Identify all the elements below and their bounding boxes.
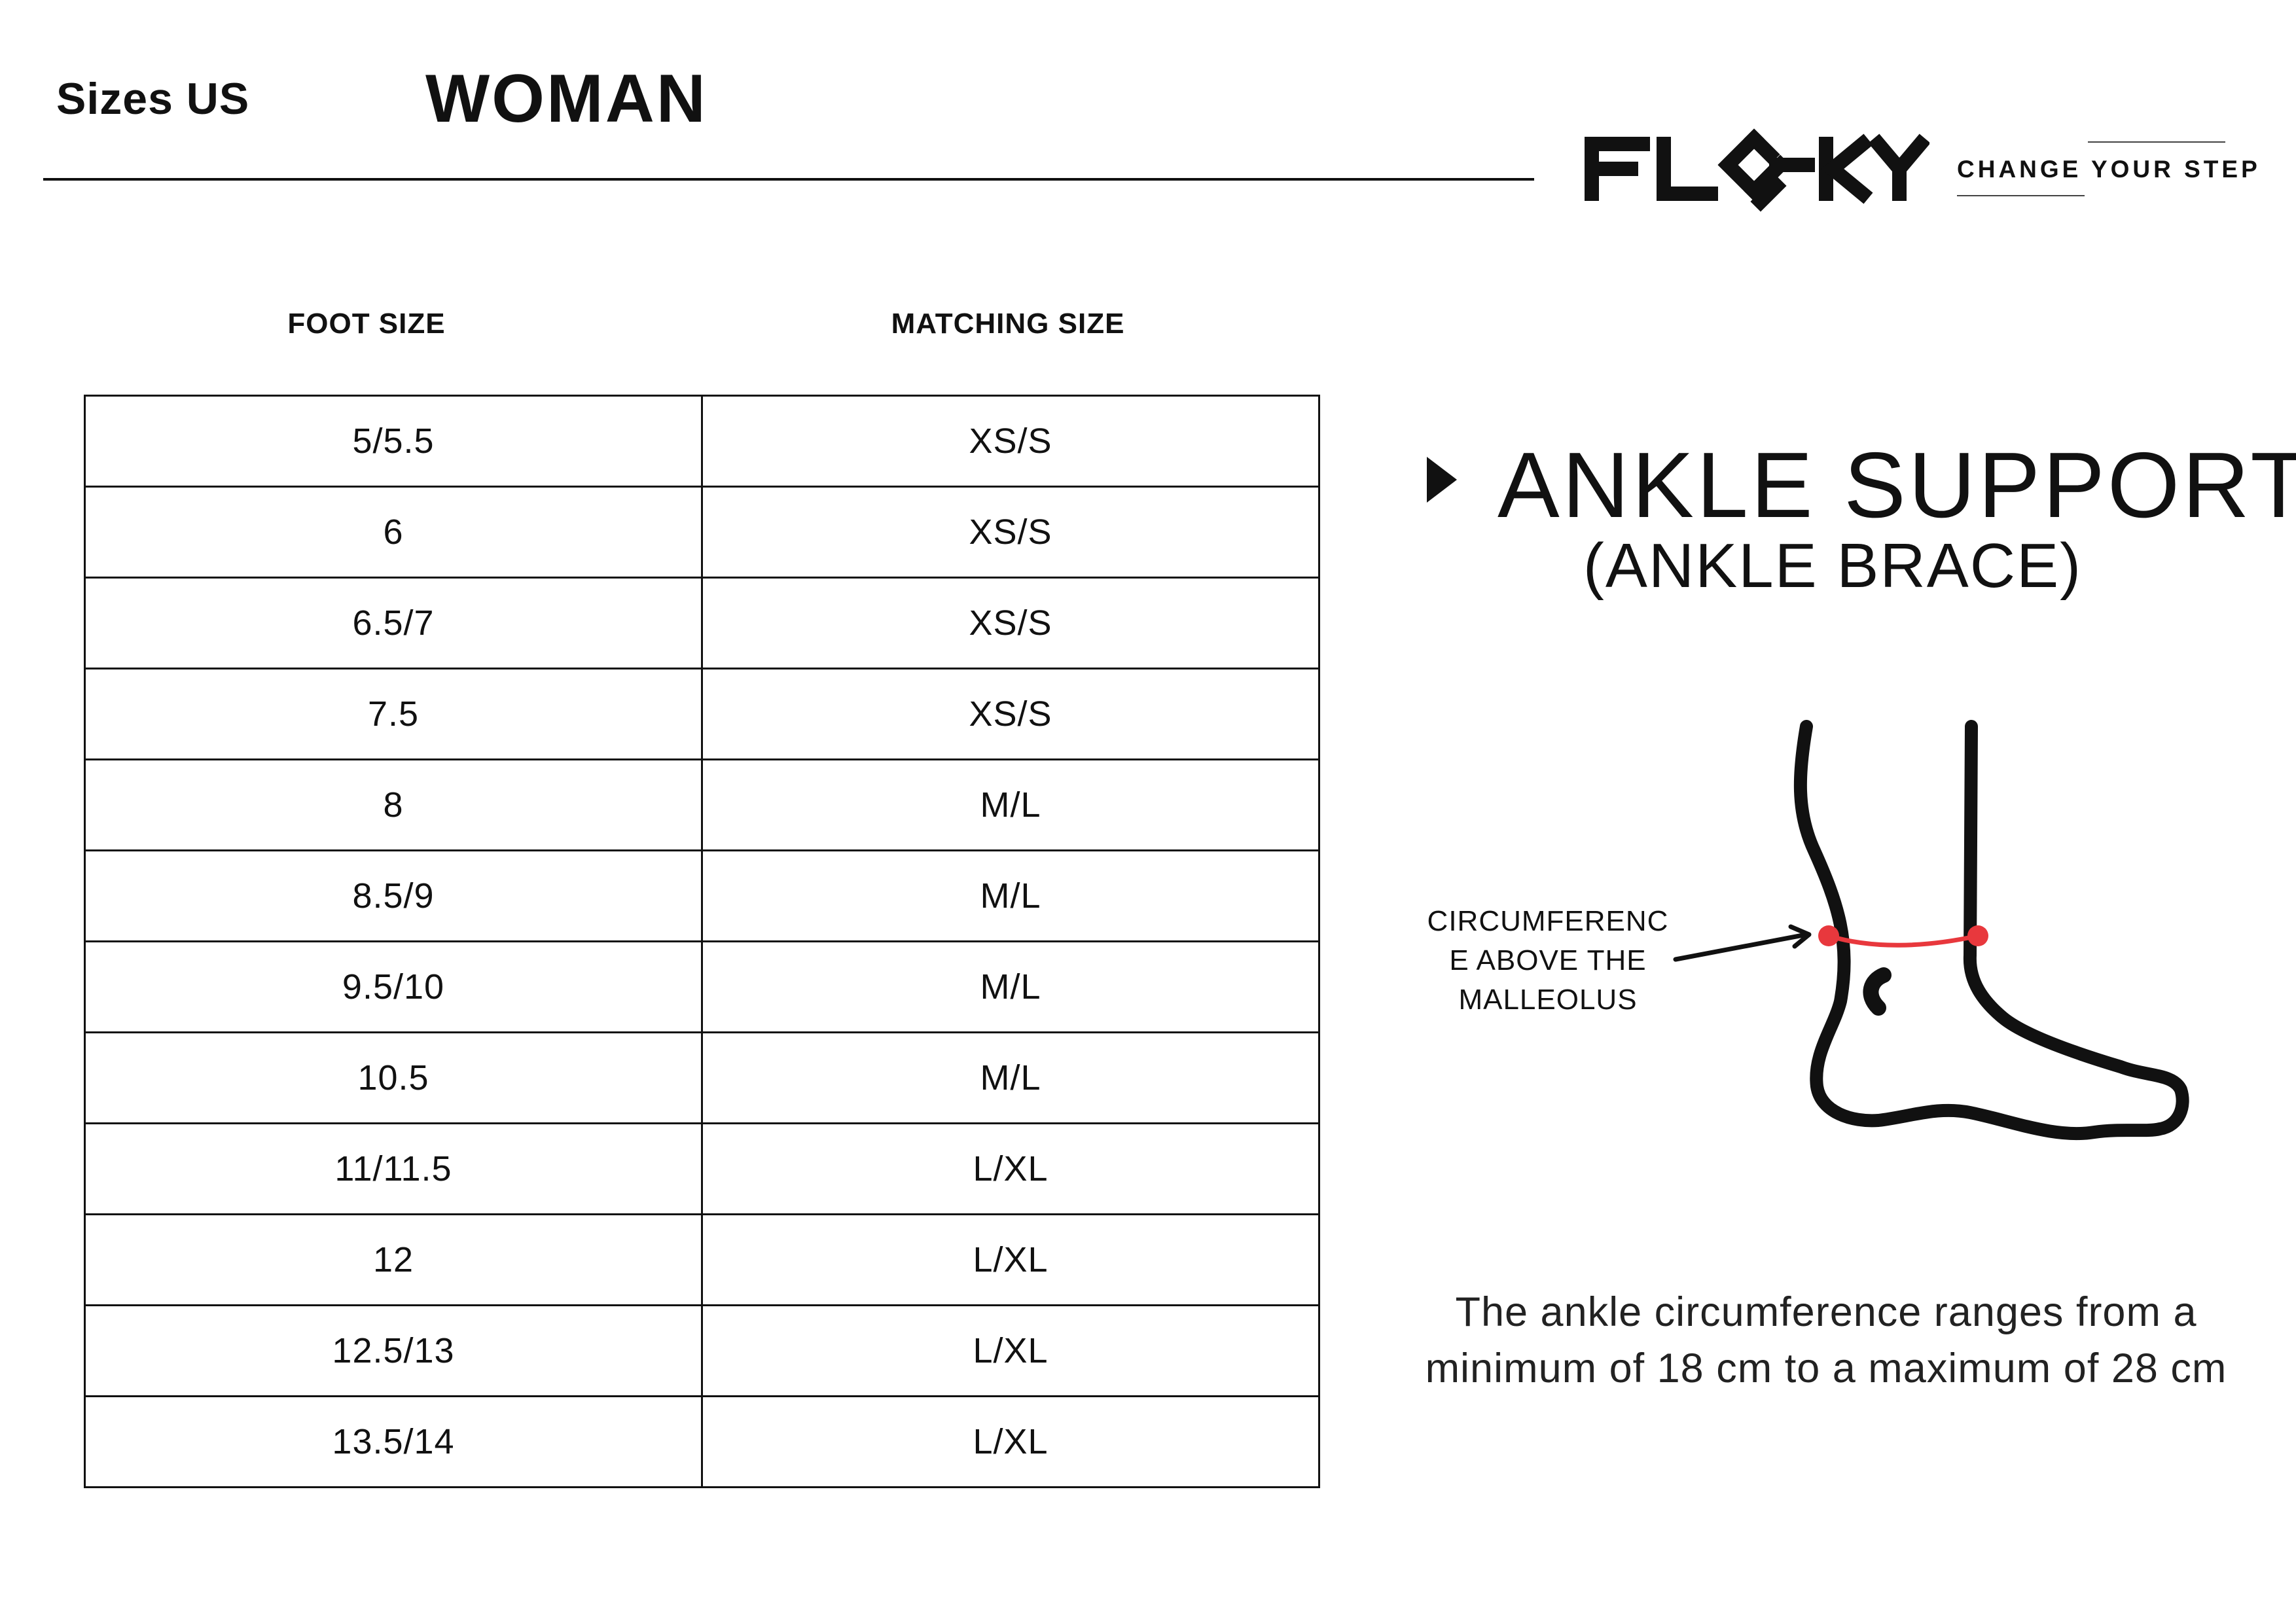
measure-point-left — [1818, 925, 1839, 946]
foot-size-cell: 13.5/14 — [84, 1395, 703, 1488]
foot-size-cell: 12 — [84, 1213, 703, 1306]
foot-size-cell: 10.5 — [84, 1031, 703, 1124]
circumference-note: The ankle circumference ranges from a mi… — [1425, 1289, 2227, 1391]
arrow-line — [1673, 932, 1809, 962]
measure-curve — [1827, 933, 1979, 948]
foot-ankle-icon — [1673, 720, 2189, 1141]
matching-size-cell: M/L — [701, 758, 1320, 851]
matching-size-cell: L/XL — [701, 1122, 1320, 1215]
matching-size-cell: XS/S — [701, 577, 1320, 669]
arrow-head — [1788, 924, 1812, 949]
matching-size-cell: L/XL — [701, 1213, 1320, 1306]
matching-size-cell: M/L — [701, 1031, 1320, 1124]
tagline-bottom-rule — [1957, 195, 2085, 196]
measure-point-right — [1967, 925, 1988, 946]
column-header-foot-size: FOOT SIZE — [287, 308, 446, 340]
play-triangle-icon — [1427, 457, 1457, 503]
matching-size-cell: L/XL — [701, 1304, 1320, 1397]
circumference-label-line: E ABOVE THE — [1449, 944, 1647, 976]
foot-size-cell: 12.5/13 — [84, 1304, 703, 1397]
foot-size-cell: 9.5/10 — [84, 940, 703, 1033]
foot-size-cell: 6.5/7 — [84, 577, 703, 669]
header-divider — [43, 178, 1534, 181]
matching-size-cell: XS/S — [701, 395, 1320, 488]
sizes-label: Sizes US — [56, 74, 250, 124]
circumference-label: CIRCUMFERENC E ABOVE THE MALLEOLUS — [1407, 902, 1689, 1020]
circumference-label-line: MALLEOLUS — [1458, 984, 1638, 1016]
column-header-matching-size: MATCHING SIZE — [891, 308, 1125, 340]
foot-size-cell: 11/11.5 — [84, 1122, 703, 1215]
tagline-top-rule — [2088, 141, 2225, 143]
circumference-label-line: CIRCUMFERENC — [1427, 905, 1669, 937]
gender-title: WOMAN — [425, 61, 708, 137]
matching-size-cell: M/L — [701, 940, 1320, 1033]
matching-size-cell: L/XL — [701, 1395, 1320, 1488]
foot-size-cell: 6 — [84, 486, 703, 579]
product-title: ANKLE SUPPORT — [1498, 433, 2296, 537]
foot-size-cell: 8 — [84, 758, 703, 851]
foot-size-cell: 5/5.5 — [84, 395, 703, 488]
product-subtitle: (ANKLE BRACE) — [1583, 531, 2083, 601]
foot-size-cell: 7.5 — [84, 668, 703, 760]
floky-logo — [1585, 128, 1929, 212]
matching-size-cell: XS/S — [701, 486, 1320, 579]
matching-size-cell: M/L — [701, 849, 1320, 942]
foot-size-cell: 8.5/9 — [84, 849, 703, 942]
matching-size-cell: XS/S — [701, 668, 1320, 760]
tagline: CHANGE YOUR STEP — [1957, 156, 2261, 183]
